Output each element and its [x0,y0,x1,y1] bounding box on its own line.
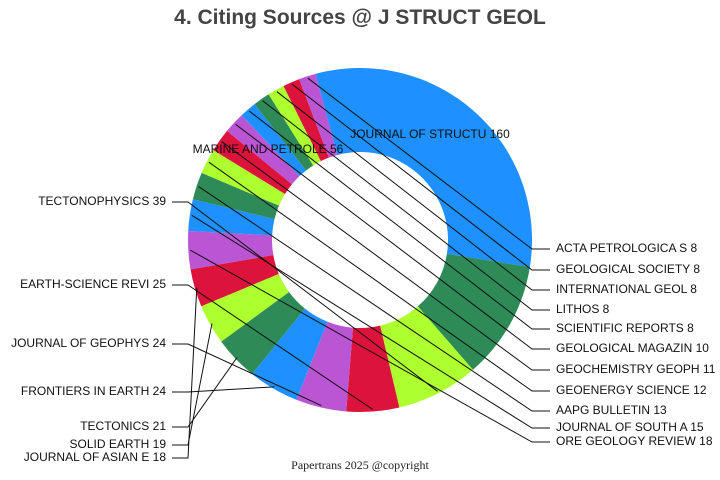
slice-label: GEOLOGICAL MAGAZIN 10 [556,341,709,355]
slice-label: EARTH-SCIENCE REVI 25 [20,277,166,291]
leader-line [191,214,550,429]
slice-label: AAPG BULLETIN 13 [556,403,667,417]
leader-line [235,123,550,350]
slice-label: JOURNAL OF GEOPHYS 24 [11,336,166,350]
donut-slice [417,253,530,370]
leader-line [276,91,550,291]
slice-label: SOLID EARTH 19 [70,437,167,451]
leader-line [307,77,550,250]
leader-line [172,357,238,428]
donut-slice [380,306,473,408]
slice-label: GEOENERGY SCIENCE 12 [556,383,707,397]
leader-line [248,110,550,330]
donut-slice [190,255,279,307]
slice-label: FRONTIERS IN EARTH 24 [21,384,166,398]
donut-slice [187,230,274,270]
leader-line [172,343,322,406]
slice-label: GEOCHEMISTRY GEOPH 11 [556,362,716,376]
slice-label: JOURNAL OF SOUTH A 15 [556,420,704,434]
leader-line [172,284,374,410]
donut-slice [296,321,353,412]
leader-line [172,201,438,392]
donut-slice [254,94,314,171]
donut-slice [192,172,279,220]
leader-line [291,83,550,271]
donut-slice [201,150,285,206]
leader-line [208,161,550,392]
leader-line [172,386,275,393]
slice-label: JOURNAL OF ASIAN E 18 [24,450,167,464]
slice-label: JOURNAL OF STRUCTU 160 [350,127,510,141]
slice-label: INTERNATIONAL GEOL 8 [556,282,697,296]
slice-label: ORE GEOLOGY REVIEW 18 [556,434,713,448]
slice-label: GEOLOGICAL SOCIETY 8 [556,262,700,276]
donut-slice [227,115,300,185]
donut-slice [315,68,532,268]
donut-slice [299,73,338,158]
leader-line [190,249,550,443]
donut-slice [221,291,305,375]
donut-slice [241,104,307,177]
leader-line [172,323,213,446]
leader-line [262,100,550,311]
donut-slice [346,325,400,412]
slice-label: LITHOS 8 [556,302,610,316]
slice-label: TECTONOPHYSICS 39 [38,194,166,208]
copyright-footer: Papertrans 2025 @copyright [291,458,429,472]
leader-line [172,287,198,459]
leader-line [221,141,550,371]
chart-title: 4. Citing Sources @ J STRUCT GEOL [174,6,546,29]
donut-slice [283,79,329,162]
slice-label: ACTA PETROLOGICA S 8 [556,241,697,255]
leader-line [198,186,550,412]
slice-label: SCIENTIFIC REPORTS 8 [556,321,694,335]
slice-label: TECTONICS 21 [80,419,166,433]
donut-slice [201,273,289,342]
